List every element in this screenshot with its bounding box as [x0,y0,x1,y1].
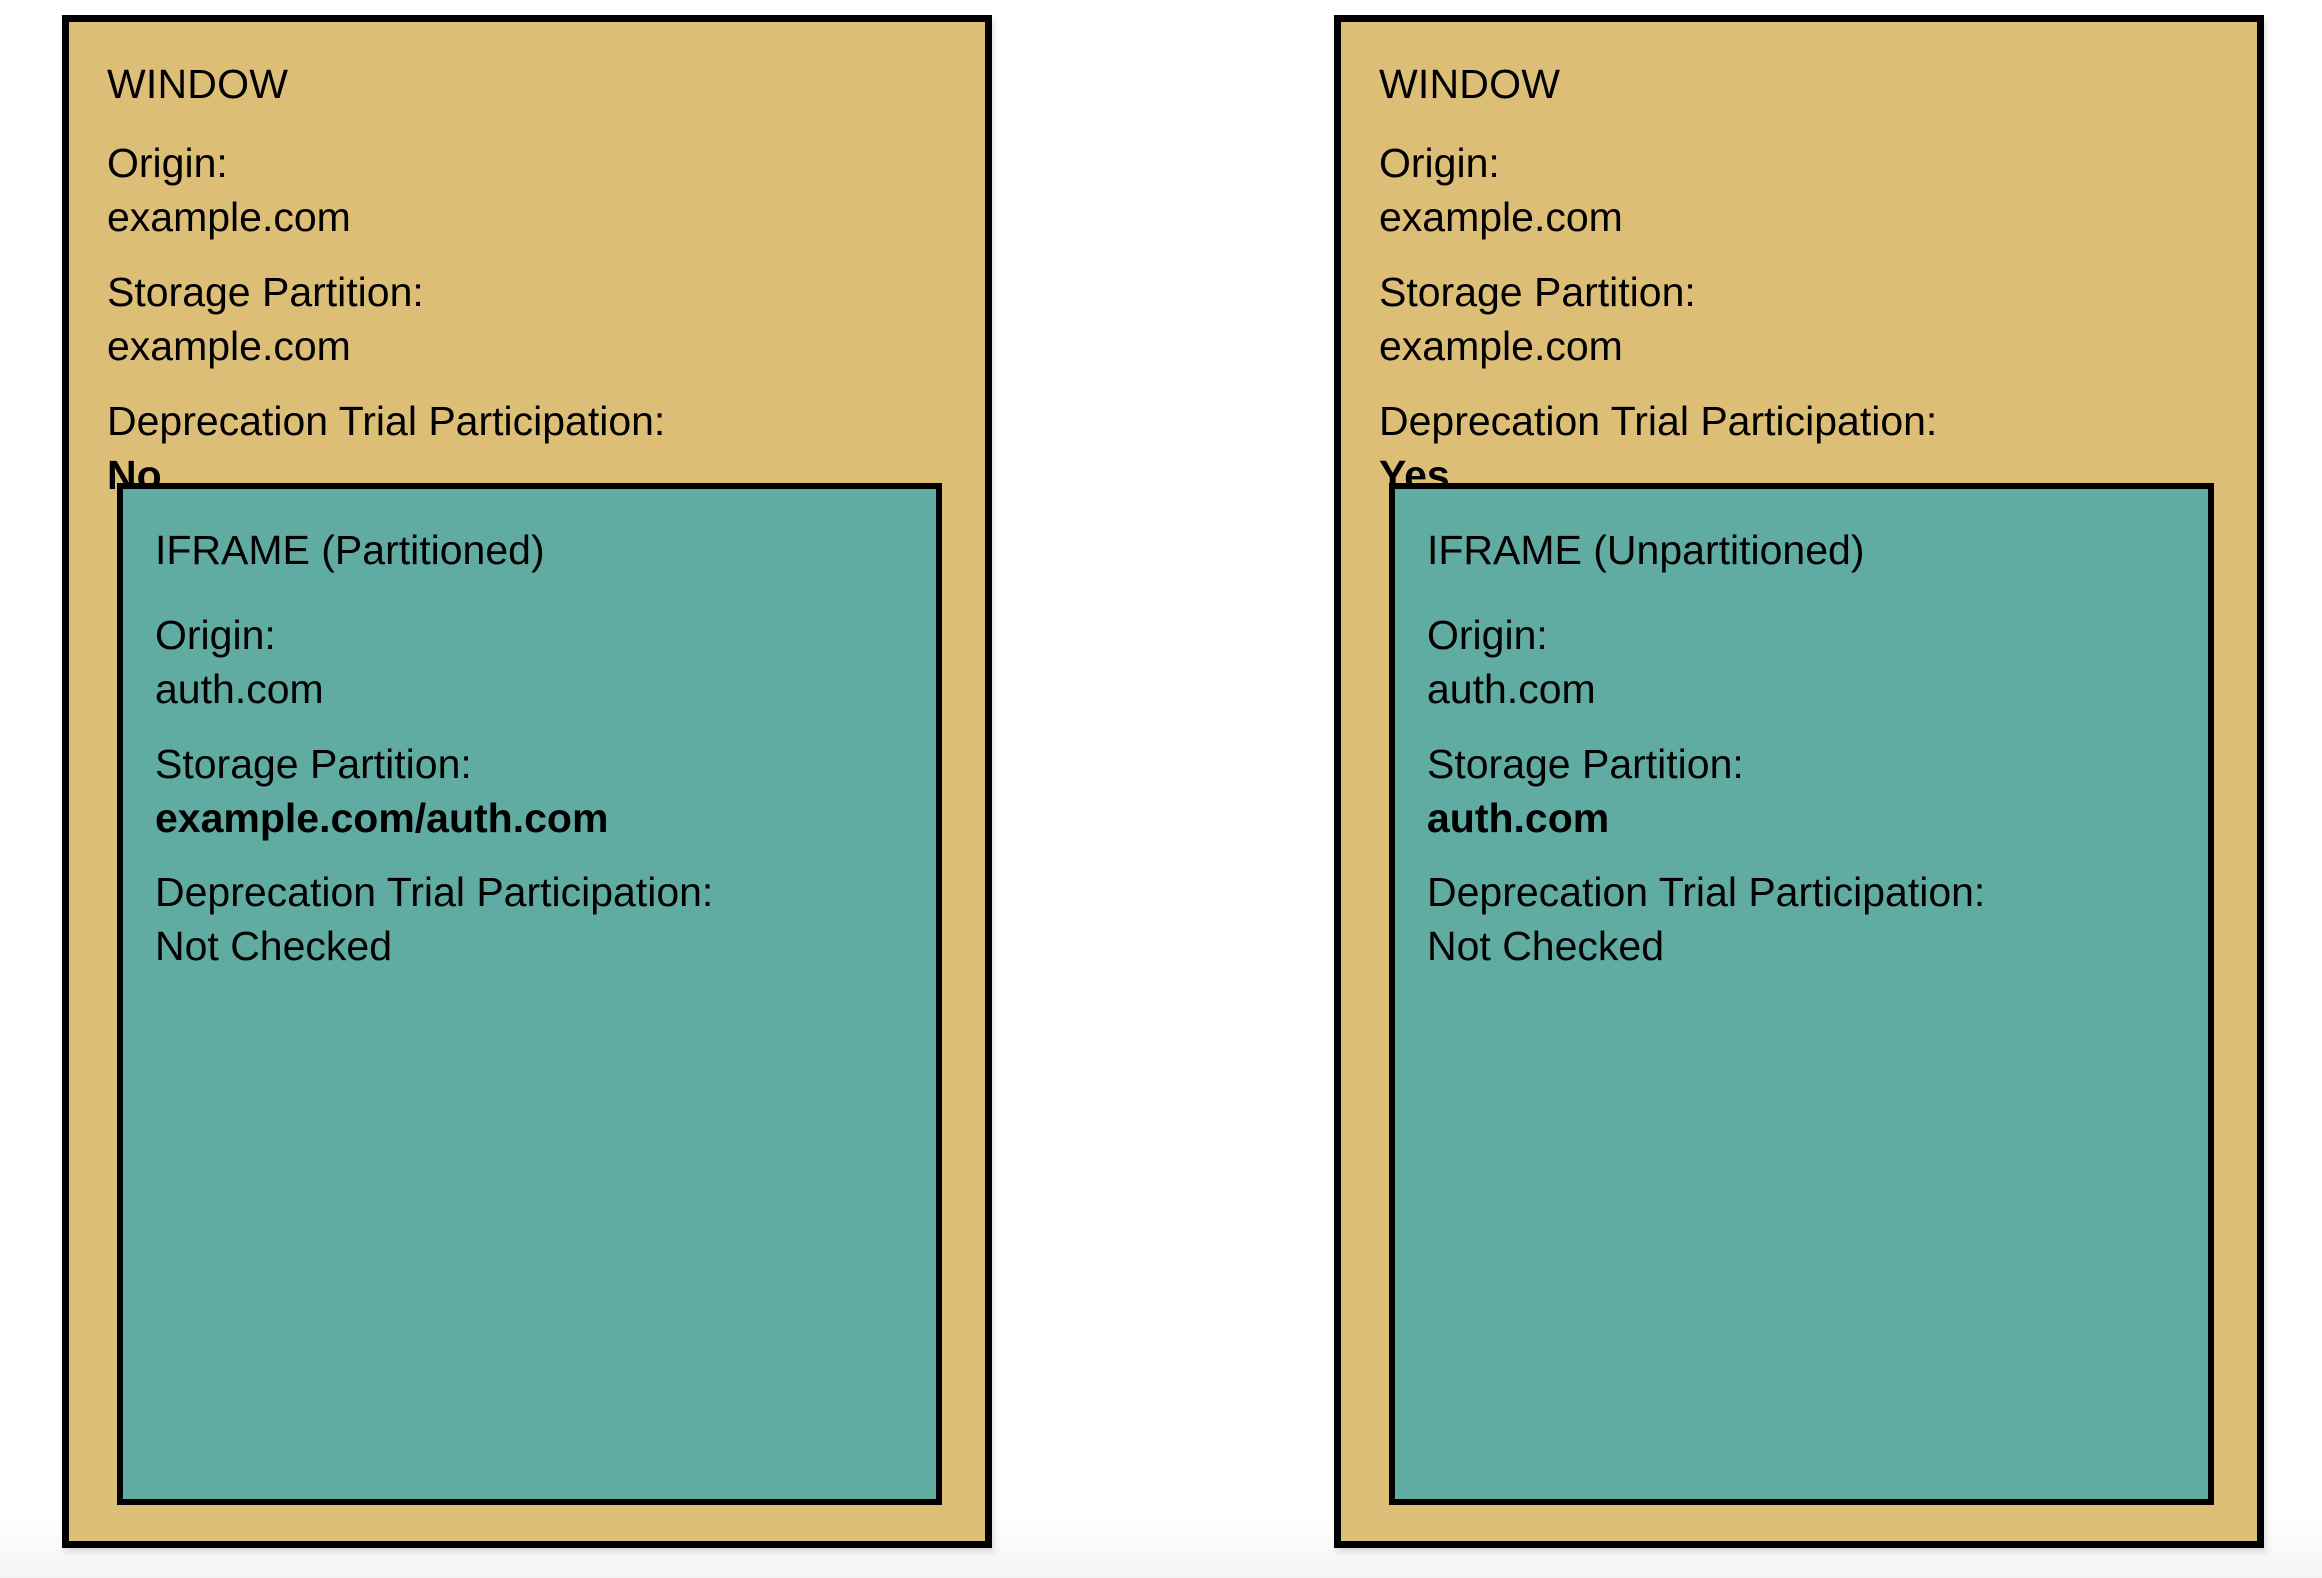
iframe-field-origin: Origin: auth.com [1427,608,1596,716]
iframe-field-storage-partition-label: Storage Partition: [1427,741,1744,787]
window-field-storage-partition-value: example.com [1379,323,1623,369]
window-field-storage-partition: Storage Partition: example.com [1379,265,1696,373]
window-field-origin-label: Origin: [107,140,228,186]
window-field-origin-label: Origin: [1379,140,1500,186]
window-field-deprecation-trial-label: Deprecation Trial Participation: [1379,398,1938,444]
iframe-field-origin-value: auth.com [1427,666,1596,712]
window-field-deprecation-trial-label: Deprecation Trial Participation: [107,398,666,444]
iframe-field-deprecation-trial-value: Not Checked [1427,923,1665,969]
window-field-storage-partition-label: Storage Partition: [107,269,424,315]
iframe-field-origin-label: Origin: [155,612,276,658]
window-box-partitioned: WINDOW Origin: example.com Storage Parti… [62,15,992,1548]
window-field-origin: Origin: example.com [107,136,351,244]
window-field-origin: Origin: example.com [1379,136,1623,244]
iframe-field-deprecation-trial-value: Not Checked [155,923,393,969]
iframe-field-origin: Origin: auth.com [155,608,324,716]
window-field-origin-value: example.com [107,194,351,240]
iframe-field-storage-partition-label: Storage Partition: [155,741,472,787]
iframe-field-deprecation-trial: Deprecation Trial Participation: Not Che… [155,865,713,973]
window-title: WINDOW [107,61,289,107]
window-field-origin-value: example.com [1379,194,1623,240]
window-field-storage-partition-label: Storage Partition: [1379,269,1696,315]
iframe-field-deprecation-trial-label: Deprecation Trial Participation: [1427,869,1986,915]
window-box-unpartitioned: WINDOW Origin: example.com Storage Parti… [1334,15,2264,1548]
iframe-field-deprecation-trial: Deprecation Trial Participation: Not Che… [1427,865,1985,973]
iframe-field-storage-partition-value: auth.com [1427,795,1610,841]
iframe-title: IFRAME (Partitioned) [155,527,545,573]
window-field-storage-partition: Storage Partition: example.com [107,265,424,373]
window-field-storage-partition-value: example.com [107,323,351,369]
window-title: WINDOW [1379,61,1561,107]
iframe-field-storage-partition: Storage Partition: example.com/auth.com [155,737,608,845]
window-field-deprecation-trial: Deprecation Trial Participation: No [107,394,665,502]
iframe-title: IFRAME (Unpartitioned) [1427,527,1865,573]
iframe-field-storage-partition-value: example.com/auth.com [155,795,609,841]
iframe-field-origin-label: Origin: [1427,612,1548,658]
iframe-field-deprecation-trial-label: Deprecation Trial Participation: [155,869,714,915]
iframe-field-storage-partition: Storage Partition: auth.com [1427,737,1744,845]
iframe-box-unpartitioned: IFRAME (Unpartitioned) Origin: auth.com … [1389,483,2214,1505]
iframe-box-partitioned: IFRAME (Partitioned) Origin: auth.com St… [117,483,942,1505]
iframe-field-origin-value: auth.com [155,666,324,712]
